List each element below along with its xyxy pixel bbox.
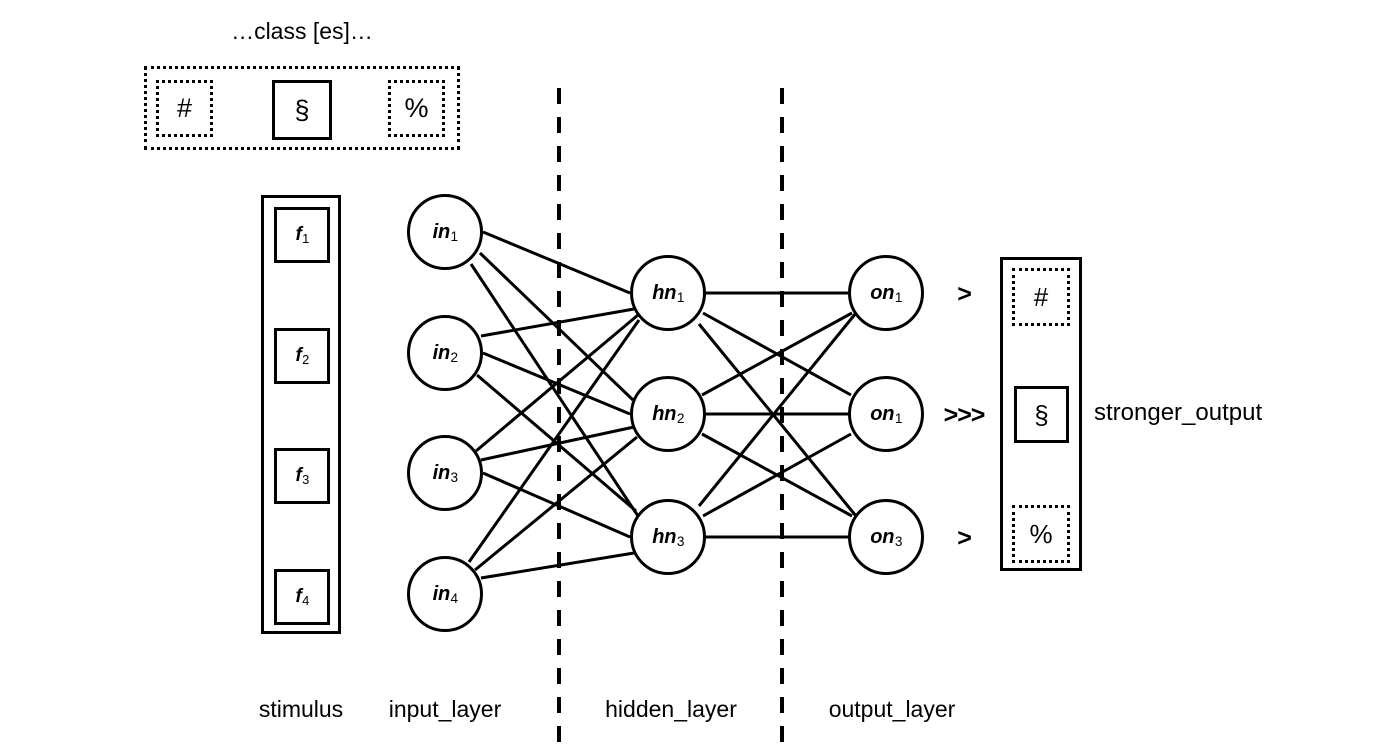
- output-symbol-section: §: [1014, 386, 1069, 443]
- class-symbol-percent: %: [388, 80, 445, 137]
- hidden-node-hn3[interactable]: hn3: [630, 499, 706, 575]
- activation-marker-top: >: [957, 280, 972, 308]
- feature-label-f3: f3: [295, 465, 310, 487]
- input-node-in2[interactable]: in2: [407, 315, 483, 391]
- class-group-box: [144, 66, 460, 150]
- caption-stimulus: stimulus: [258, 696, 344, 722]
- input-node-label-in2: in2: [432, 341, 458, 365]
- feature-label-f4: f4: [295, 586, 310, 608]
- activation-marker-bottom: >: [957, 524, 972, 552]
- input-node-in1[interactable]: in1: [407, 194, 483, 270]
- edge-hn1-on3: [697, 323, 858, 517]
- edge-hn2-on1: [701, 311, 853, 397]
- edge-in4-hn2: [474, 435, 638, 572]
- edge-in1-hn2: [478, 251, 635, 402]
- input-node-in4[interactable]: in4: [407, 556, 483, 632]
- edge-hn3-on2: [702, 432, 852, 518]
- output-symbol-hash: #: [1012, 268, 1070, 326]
- output-node-on3[interactable]: on3: [848, 499, 924, 575]
- feature-box-f4: f4: [274, 569, 330, 625]
- feature-box-f3: f3: [274, 448, 330, 504]
- edge-hn3-on1: [697, 312, 858, 507]
- output-symbol-box: [1000, 257, 1082, 571]
- input-node-label-in3: in3: [432, 461, 458, 485]
- caption-hidden-layer: hidden_layer: [605, 696, 737, 722]
- class-symbol-section: §: [272, 80, 332, 140]
- output-node-label-on3: on3: [870, 525, 903, 549]
- output-node-on2[interactable]: on1: [848, 376, 924, 452]
- activation-marker-middle: >>>: [943, 401, 986, 429]
- hidden-node-hn1[interactable]: hn1: [630, 255, 706, 331]
- feature-box-f1: f1: [274, 207, 330, 263]
- feature-box-f2: f2: [274, 328, 330, 384]
- input-node-label-in4: in4: [432, 582, 458, 606]
- caption-input-layer: input_layer: [388, 696, 502, 722]
- output-symbol-percent: %: [1012, 505, 1070, 563]
- edge-in1-hn3: [469, 263, 640, 517]
- output-node-label-on1: on1: [870, 281, 903, 305]
- caption-output-layer: output_layer: [828, 696, 956, 722]
- output-node-on1[interactable]: on1: [848, 255, 924, 331]
- hidden-node-label-hn2: hn2: [652, 402, 685, 426]
- output-node-label-on2: on1: [870, 402, 903, 426]
- class-symbol-hash: #: [156, 80, 213, 137]
- hidden-node-hn2[interactable]: hn2: [630, 376, 706, 452]
- edge-in4-hn1: [467, 319, 641, 563]
- stronger-output-label: stronger_output: [1094, 399, 1263, 426]
- edge-in1-hn1: [482, 230, 631, 295]
- hidden-node-label-hn1: hn1: [652, 281, 685, 305]
- input-node-label-in1: in1: [432, 220, 458, 244]
- feature-label-f1: f1: [295, 224, 310, 246]
- hidden-node-label-hn3: hn3: [652, 525, 685, 549]
- feature-label-f2: f2: [295, 345, 310, 367]
- class-title: …class [es]…: [231, 18, 373, 44]
- stimulus-box: [261, 195, 341, 634]
- input-node-in3[interactable]: in3: [407, 435, 483, 511]
